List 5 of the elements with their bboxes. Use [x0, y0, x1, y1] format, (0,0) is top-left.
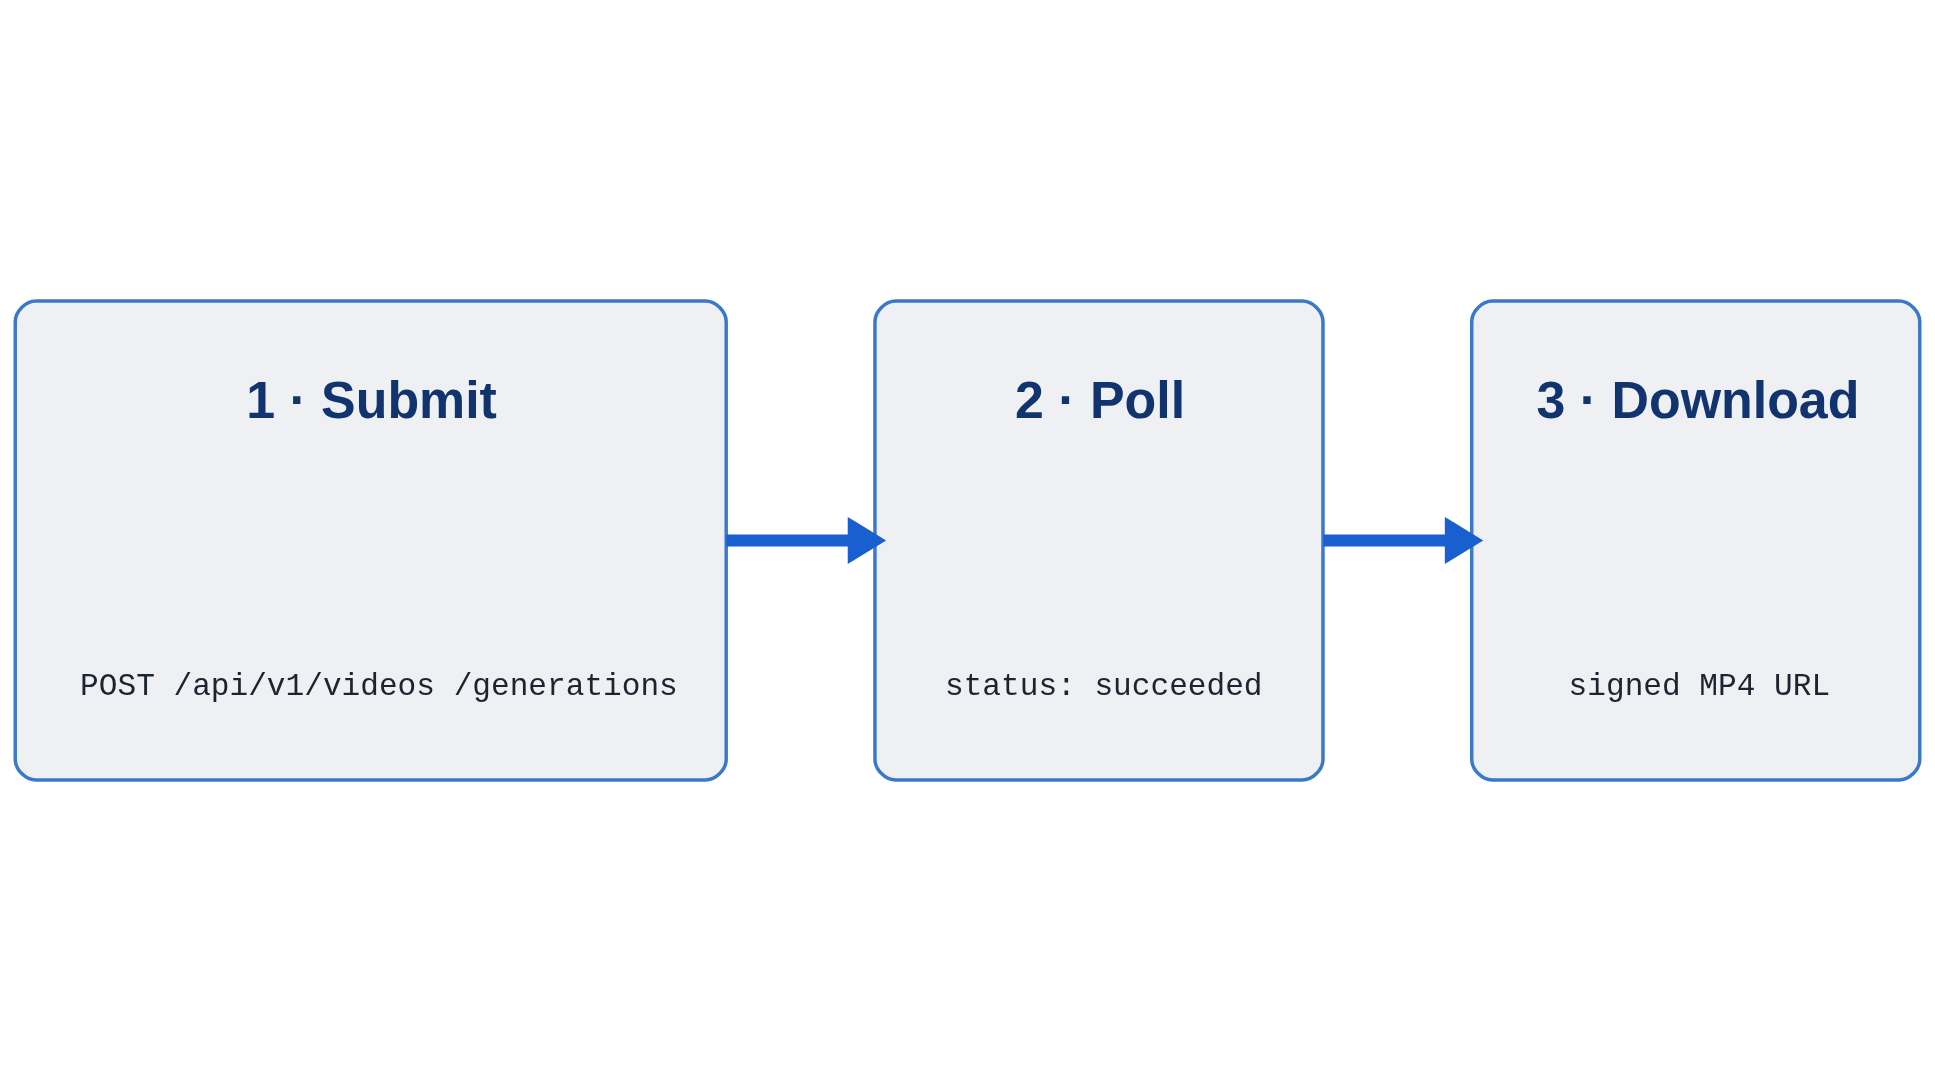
arrow — [1323, 516, 1484, 564]
node-box: 2 · Poll status: succeeded — [873, 298, 1325, 782]
node-box: 1 · Submit POST /api/v1/videos /generations — [13, 298, 728, 782]
node-box: 3 · Download signed MP4 URL — [1470, 298, 1922, 782]
arrow — [726, 516, 887, 564]
